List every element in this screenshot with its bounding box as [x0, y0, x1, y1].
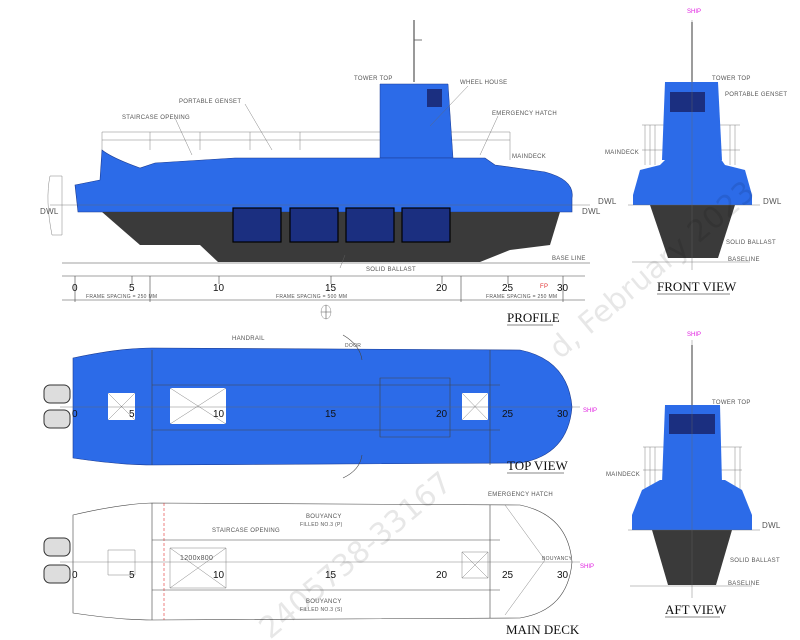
label-dwl-left: DWL	[40, 207, 59, 216]
frame-number: 5	[129, 283, 135, 294]
label-baseline: BASELINE	[728, 581, 760, 587]
label-maindeck: MAINDECK	[512, 154, 546, 160]
frame-spacing-mid: FRAME SPACING = 500 MM	[276, 294, 347, 300]
frame-number: 20	[436, 409, 448, 420]
wheel-house	[379, 83, 454, 159]
frame-number: 30	[557, 409, 569, 420]
label-handrail: HANDRAIL	[232, 336, 265, 342]
top-view-title: TOP VIEW	[507, 458, 569, 473]
label-maindeck: MAINDECK	[605, 150, 639, 156]
door-swing	[342, 334, 363, 479]
outboard-motors	[43, 537, 71, 584]
frame-number: 0	[72, 409, 78, 420]
profile-view	[47, 20, 590, 320]
frame-number: 10	[213, 570, 225, 581]
label-door: DOOR	[345, 343, 361, 349]
deck-plan-hull	[72, 347, 573, 466]
label-maindeck: MAINDECK	[606, 472, 640, 478]
frame-number: 25	[502, 409, 514, 420]
profile-frame-numbers: 0 5 10 15 20 25 30	[72, 283, 569, 294]
frame-number: 0	[72, 570, 78, 581]
label-solid-ballast: SOLID BALLAST	[726, 240, 776, 246]
label-fp: FP	[540, 284, 548, 290]
label-opening-size: 1200x800	[180, 555, 213, 562]
svg-text:2405738-33167: 2405738-33167	[253, 465, 459, 640]
profile-title: PROFILE	[507, 310, 560, 325]
aft-view: SHIP TOWER TOP MAINDECK DWL SOLID BALLAS…	[606, 332, 781, 618]
frame-number: 15	[325, 283, 337, 294]
side-windows	[232, 207, 451, 243]
label-buoyancy-stbd: BOUYANCY	[306, 599, 342, 605]
label-ship: SHIP	[687, 332, 701, 338]
label-buoyancy-bow: BOUYANCY	[542, 556, 572, 562]
label-buoyancy-port-sub: FILLED NO.3 (P)	[300, 522, 343, 528]
label-portable-genset: PORTABLE GENSET	[725, 92, 787, 98]
frame-number: 5	[129, 409, 135, 420]
profile-labels: TOWER TOP WHEEL HOUSE PORTABLE GENSET ST…	[40, 76, 601, 326]
frame-number: 15	[325, 570, 337, 581]
frame-number: 30	[557, 570, 569, 581]
aft-view-title: AFT VIEW	[665, 602, 727, 617]
label-dwl: DWL	[762, 521, 781, 530]
label-ship: SHIP	[687, 9, 701, 15]
label-solid-ballast: SOLID BALLAST	[730, 558, 780, 564]
frame-number: 25	[502, 570, 514, 581]
label-emergency-hatch: EMERGENCY HATCH	[488, 492, 553, 498]
label-tower-top: TOWER TOP	[712, 400, 751, 406]
frame-number: 15	[325, 409, 337, 420]
frame-number: 25	[502, 283, 514, 294]
label-solid-ballast: SOLID BALLAST	[366, 267, 416, 273]
label-ship-centerline: SHIP	[580, 564, 594, 570]
label-dwl-right: DWL	[582, 207, 601, 216]
label-ship-centerline: SHIP	[583, 408, 597, 414]
label-tower-top: TOWER TOP	[712, 76, 751, 82]
frame-number: 5	[129, 570, 135, 581]
label-portable-genset: PORTABLE GENSET	[179, 99, 241, 105]
frame-spacing-fwd: FRAME SPACING = 250 MM	[486, 294, 557, 300]
label-dwl-left: DWL	[598, 197, 617, 206]
frame-number: 30	[557, 283, 569, 294]
label-buoyancy-stbd-sub: FILLED NO.3 (S)	[300, 607, 343, 613]
main-deck-view: EMERGENCY HATCH STAIRCASE OPENING 1200x8…	[43, 492, 594, 637]
front-view: SHIP TOWER TOP PORTABLE GENSET MAINDECK …	[598, 9, 787, 295]
label-baseline: BASELINE	[728, 257, 760, 263]
label-dwl-right: DWL	[763, 197, 782, 206]
frame-number: 20	[436, 283, 448, 294]
label-staircase-opening: STAIRCASE OPENING	[212, 528, 280, 534]
frame-number: 10	[213, 283, 225, 294]
label-wheel-house: WHEEL HOUSE	[460, 80, 507, 86]
label-staircase-opening: STAIRCASE OPENING	[122, 115, 190, 121]
label-buoyancy-port: BOUYANCY	[306, 514, 342, 520]
main-deck-title: MAIN DECK	[506, 622, 580, 637]
frame-spacing-aft: FRAME SPACING = 250 MM	[86, 294, 157, 300]
top-view: HANDRAIL DOOR SHIP 0 5 10 15 20 25 30 TO…	[43, 334, 597, 479]
frame-number: 20	[436, 570, 448, 581]
frame-number: 10	[213, 409, 225, 420]
label-base-line: BASE LINE	[552, 256, 586, 262]
front-view-title: FRONT VIEW	[657, 279, 737, 294]
label-tower-top: TOWER TOP	[354, 76, 393, 82]
hull-above-water	[74, 149, 573, 213]
wheel-house-window	[427, 89, 442, 107]
frame-number: 0	[72, 283, 78, 294]
label-emergency-hatch: EMERGENCY HATCH	[492, 111, 557, 117]
outboard-motors	[43, 384, 71, 429]
